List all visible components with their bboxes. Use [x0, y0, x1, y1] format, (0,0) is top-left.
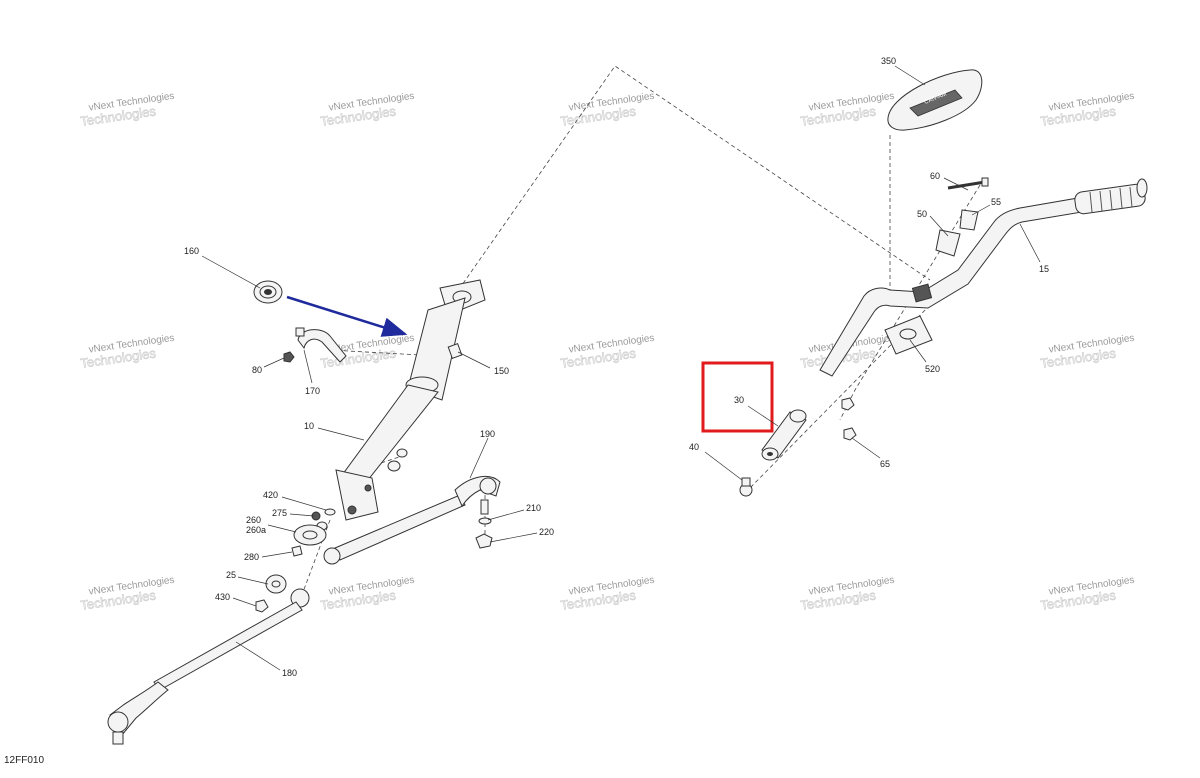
handlebar-part: [819, 178, 1148, 377]
bearing-part: [253, 280, 283, 304]
lower-nuts-part: [841, 397, 857, 441]
callout-420: 420: [263, 490, 278, 500]
document-code: 12FF010: [4, 755, 45, 766]
callout-430: 430: [215, 592, 230, 602]
fastener-stack: [291, 448, 408, 557]
callout-65: 65: [880, 459, 890, 469]
watermark: vNext Technologies Technologies: [799, 91, 895, 129]
lower-bearing-part: [265, 574, 287, 594]
grip-part: [761, 409, 807, 461]
watermark: vNext Technologies Technologies: [1039, 333, 1135, 371]
callout-210: 210: [526, 503, 541, 513]
callout-260: 260: [246, 515, 261, 525]
callout-15: 15: [1039, 264, 1049, 274]
callout-170: 170: [305, 386, 320, 396]
watermark: vNext Technologies Technologies: [319, 91, 415, 129]
callout-10: 10: [304, 421, 314, 431]
nut-part: [283, 351, 295, 363]
pointer-arrow: [286, 295, 408, 337]
watermark: vNext Technologies Technologies: [1039, 91, 1135, 129]
watermark: vNext Technologies Technologies: [1039, 575, 1135, 613]
callout-60: 60: [930, 171, 940, 181]
steering-column-part: [335, 279, 486, 521]
upper-clamp-part: [935, 209, 979, 257]
callout-40: 40: [689, 442, 699, 452]
watermark: vNext Technologies Technologies: [79, 575, 175, 613]
watermark: vNext Technologies Technologies: [319, 575, 415, 613]
watermark: vNext Technologies Technologies: [559, 575, 655, 613]
end-cap-part: [739, 477, 753, 497]
clamp-bolt-part: [947, 177, 989, 190]
handlebar-pad-part: CAN-AM: [887, 69, 983, 131]
callout-350: 350: [881, 56, 896, 66]
lower-nut-part: [255, 599, 269, 613]
callout-50: 50: [917, 209, 927, 219]
lower-clamp-part: [884, 315, 933, 355]
callout-150: 150: [494, 366, 509, 376]
callout-180: 180: [282, 668, 297, 678]
watermark-layer: vNext Technologies Technologies vNext Te…: [79, 91, 1135, 613]
bracket-part: [295, 327, 347, 363]
callout-520: 520: [925, 364, 940, 374]
highlight-box: [701, 361, 774, 433]
watermark: vNext Technologies Technologies: [559, 333, 655, 371]
watermark: vNext Technologies Technologies: [559, 91, 655, 129]
callout-275: 275: [272, 508, 287, 518]
callout-55: 55: [991, 197, 1001, 207]
callout-260a: 260a: [246, 525, 266, 535]
callout-280: 280: [244, 552, 259, 562]
tie-rod-left-part: [107, 588, 310, 745]
stud-and-nut: [475, 499, 493, 549]
callout-160: 160: [184, 246, 199, 256]
callout-labels: 350 60 50 55 15 520 30 40 65 160 80 170 …: [184, 56, 1049, 678]
callout-25: 25: [226, 570, 236, 580]
watermark: vNext Technologies Technologies: [799, 575, 895, 613]
bolt-part: [447, 343, 463, 359]
watermark: vNext Technologies Technologies: [79, 333, 175, 371]
callout-220: 220: [539, 527, 554, 537]
leader-lines: [201, 65, 1041, 671]
callout-30: 30: [734, 395, 744, 405]
callout-80: 80: [252, 365, 262, 375]
watermark: vNext Technologies Technologies: [79, 91, 175, 129]
tie-rod-right-part: [323, 475, 501, 565]
callout-190: 190: [480, 429, 495, 439]
